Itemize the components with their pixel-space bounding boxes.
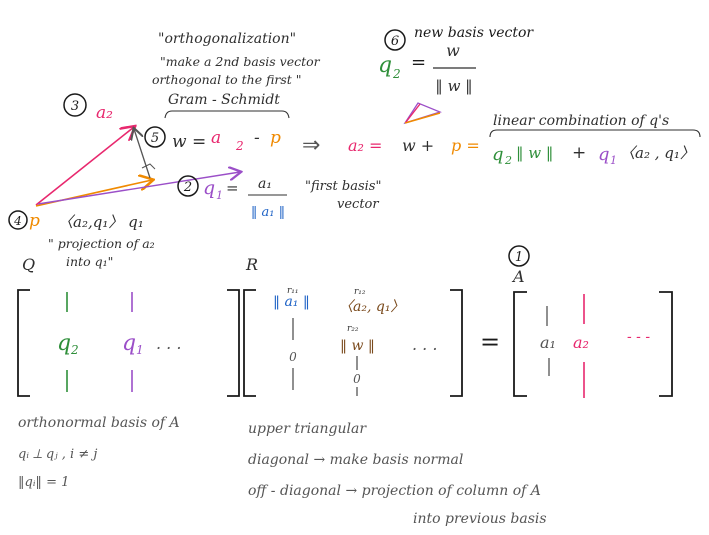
matrix-R-right-bracket [450, 289, 463, 397]
Q-col1-subscript: 2 [70, 343, 79, 357]
q2-equals: = [411, 52, 426, 73]
step-5-number: 5 [151, 131, 159, 146]
matrix-equals: = [480, 328, 500, 356]
q1-fraction-bottom: ‖ a₁ ‖ [251, 205, 285, 220]
matrix-A-label: A [511, 267, 525, 286]
step-1-circle [508, 245, 530, 267]
note-off-diagonal: off - diagonal → projection of column of… [248, 483, 541, 499]
Q-col2-subscript: 1 [136, 343, 144, 357]
note-qi-perp-qj: qᵢ ⟂ qⱼ , i ≠ j [18, 447, 97, 462]
q1-subscript: 1 [216, 189, 223, 202]
step-2-number: 2 [183, 180, 192, 195]
matrix-R-left-bracket [243, 289, 256, 397]
p-equals: p = [451, 136, 480, 155]
R-col1-zero: 0 [289, 350, 297, 364]
small-triangle-base [404, 112, 441, 124]
note-projection-line2: into q₁" [66, 254, 113, 269]
matrix-Q-left-bracket [17, 289, 30, 397]
note-orthonormal-basis: orthonormal basis of A [18, 415, 180, 431]
matrix-Q-right-bracket [227, 289, 240, 397]
step-3-circle [63, 93, 87, 117]
step-2-circle [177, 175, 199, 197]
brace-gram-schmidt [164, 110, 290, 119]
note-new-basis-vector: new basis vector [414, 25, 534, 41]
w-perpendicular-arrow [134, 129, 151, 179]
right-angle-mark [141, 163, 156, 170]
q2-subscript: 2 [392, 67, 401, 81]
step-6-circle [384, 29, 406, 51]
note-linear-combination: linear combination of q's [493, 113, 669, 129]
R-col2-zero: 0 [353, 372, 361, 386]
w-eq-a-subscript: 2 [235, 139, 244, 153]
note-make-second-line2: orthogonal to the first " [152, 72, 302, 87]
p-label: p [29, 211, 40, 231]
lc-q2: q [492, 144, 504, 165]
R-r12-value: 〈a₂, q₁〉 [339, 299, 404, 315]
fraction-w-top: w [446, 41, 460, 60]
A-dashes: - - - [627, 329, 650, 345]
a2-vector-arrow [35, 127, 134, 206]
A-col2-a2: a₂ [573, 333, 589, 352]
lc-inner-product: 〈a₂ , q₁〉 [620, 144, 695, 162]
Q-dots: . . . [156, 334, 181, 353]
a2-vector-label: a₂ [96, 103, 113, 123]
w-eq-p: p [270, 128, 281, 148]
matrix-R-label: R [245, 255, 258, 274]
w-equals: w = [172, 132, 206, 152]
R-dots: . . . [412, 335, 437, 354]
projection-formula: 〈a₂,q₁〉 q₁ [58, 213, 144, 231]
note-into-previous-basis: into previous basis [413, 511, 547, 527]
note-upper-triangular: upper triangular [248, 421, 367, 437]
step-4-circle [8, 210, 28, 230]
small-triangle-side [405, 103, 421, 123]
R-r11-value: ‖ a₁ ‖ [273, 294, 310, 310]
matrix-Q-label: Q [22, 255, 35, 274]
note-diagonal: diagonal → make basis normal [248, 452, 463, 468]
w-eq-a: a [211, 128, 221, 148]
note-make-second-line1: "make a 2nd basis vector [160, 54, 321, 69]
lc-w-norm: ‖ w ‖ [516, 144, 553, 162]
lc-q1-subscript: 1 [610, 154, 617, 167]
note-orthogonalization: "orthogonalization" [158, 31, 296, 47]
brace-linear-combination [489, 129, 701, 138]
matrix-A-right-bracket [659, 291, 673, 397]
step-1-number: 1 [515, 250, 523, 265]
step-3-number: 3 [71, 99, 79, 114]
q2-symbol: q [378, 53, 392, 78]
q1-direction-arrow [37, 172, 240, 205]
A-col1-a1: a₁ [540, 333, 556, 352]
matrix-A-left-bracket [513, 291, 527, 397]
R-r22-value: ‖ w ‖ [340, 338, 375, 354]
q1-fraction-top: a₁ [258, 176, 272, 192]
R-r12-label: r₁₂ [354, 287, 366, 297]
step-6-number: 6 [391, 34, 399, 49]
w-eq-minus: - [254, 128, 260, 148]
fraction-w-bottom: ‖ w ‖ [435, 77, 472, 95]
lc-q1: q [598, 144, 610, 165]
small-triangle-sketch [403, 102, 442, 125]
R-r22-label: r₂₂ [347, 324, 359, 334]
step-4-number: 4 [13, 214, 22, 228]
q1-symbol: q [203, 177, 215, 199]
Q-col1-q: q [57, 331, 71, 356]
lc-plus: + [572, 143, 586, 163]
Q-col2-q: q [122, 331, 136, 356]
note-gram-schmidt: Gram - Schmidt [168, 92, 280, 108]
note-first-basis-line2: vector [337, 197, 379, 212]
q1-equals: = [226, 179, 239, 197]
a2-equals: a₂ = [348, 136, 382, 155]
note-qi-unit-norm: ‖qᵢ‖ = 1 [18, 475, 69, 490]
step-5-circle [144, 126, 166, 148]
note-projection-line1: " projection of a₂ [48, 236, 155, 251]
R-r11-label: r₁₁ [287, 286, 299, 296]
w-plus: w + [402, 136, 434, 155]
lc-q2-subscript: 2 [504, 154, 512, 167]
note-first-basis-line1: "first basis" [305, 179, 381, 194]
implies-arrow: ⇒ [302, 133, 320, 158]
